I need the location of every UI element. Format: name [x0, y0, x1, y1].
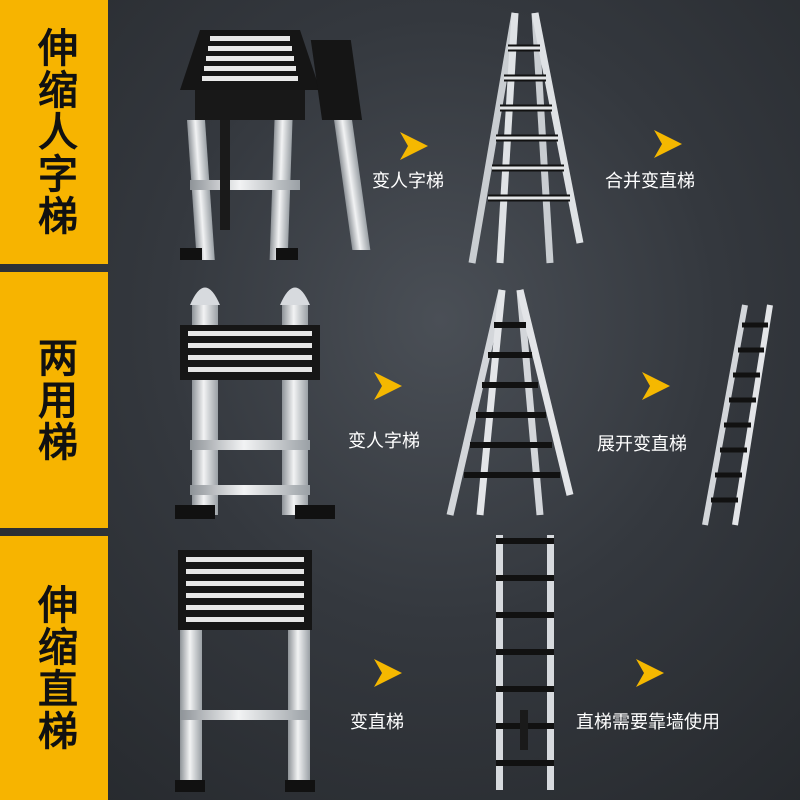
- arrow-right-icon: [400, 132, 428, 160]
- label-lean-on-wall: 直梯需要靠墙使用: [576, 712, 720, 733]
- collapsed-a-frame-ladder-image: [180, 30, 371, 260]
- dual-purpose-straight-ladder-image: [702, 304, 773, 526]
- side-title: 两用梯: [31, 337, 77, 463]
- side-title: 伸缩直梯: [31, 584, 77, 752]
- a-frame-ladder-image: [468, 12, 584, 264]
- arrow-right-icon: [374, 372, 402, 400]
- label-to-a-frame: 变人字梯: [348, 431, 420, 452]
- side-panel-dual-purpose: 两用梯: [0, 272, 108, 528]
- arrow-right-icon: [374, 659, 402, 687]
- side-title: 伸缩人字梯: [31, 27, 77, 237]
- side-panel-telescopic-a-frame: 伸缩人字梯: [0, 0, 108, 264]
- side-panel-telescopic-straight: 伸缩直梯: [0, 536, 108, 800]
- label-merge-to-straight: 合并变直梯: [605, 171, 695, 192]
- dual-purpose-a-frame-image: [446, 289, 574, 516]
- label-to-a-frame: 变人字梯: [372, 171, 444, 192]
- folded-dual-purpose-ladder-image: [175, 287, 335, 519]
- arrow-right-icon: [636, 659, 664, 687]
- arrow-right-icon: [642, 372, 670, 400]
- label-to-straight: 变直梯: [350, 712, 404, 733]
- extended-straight-ladder-image: [496, 535, 554, 790]
- label-unfold-to-straight: 展开变直梯: [597, 434, 687, 455]
- arrow-right-icon: [654, 130, 682, 158]
- collapsed-straight-ladder-image: [175, 550, 315, 792]
